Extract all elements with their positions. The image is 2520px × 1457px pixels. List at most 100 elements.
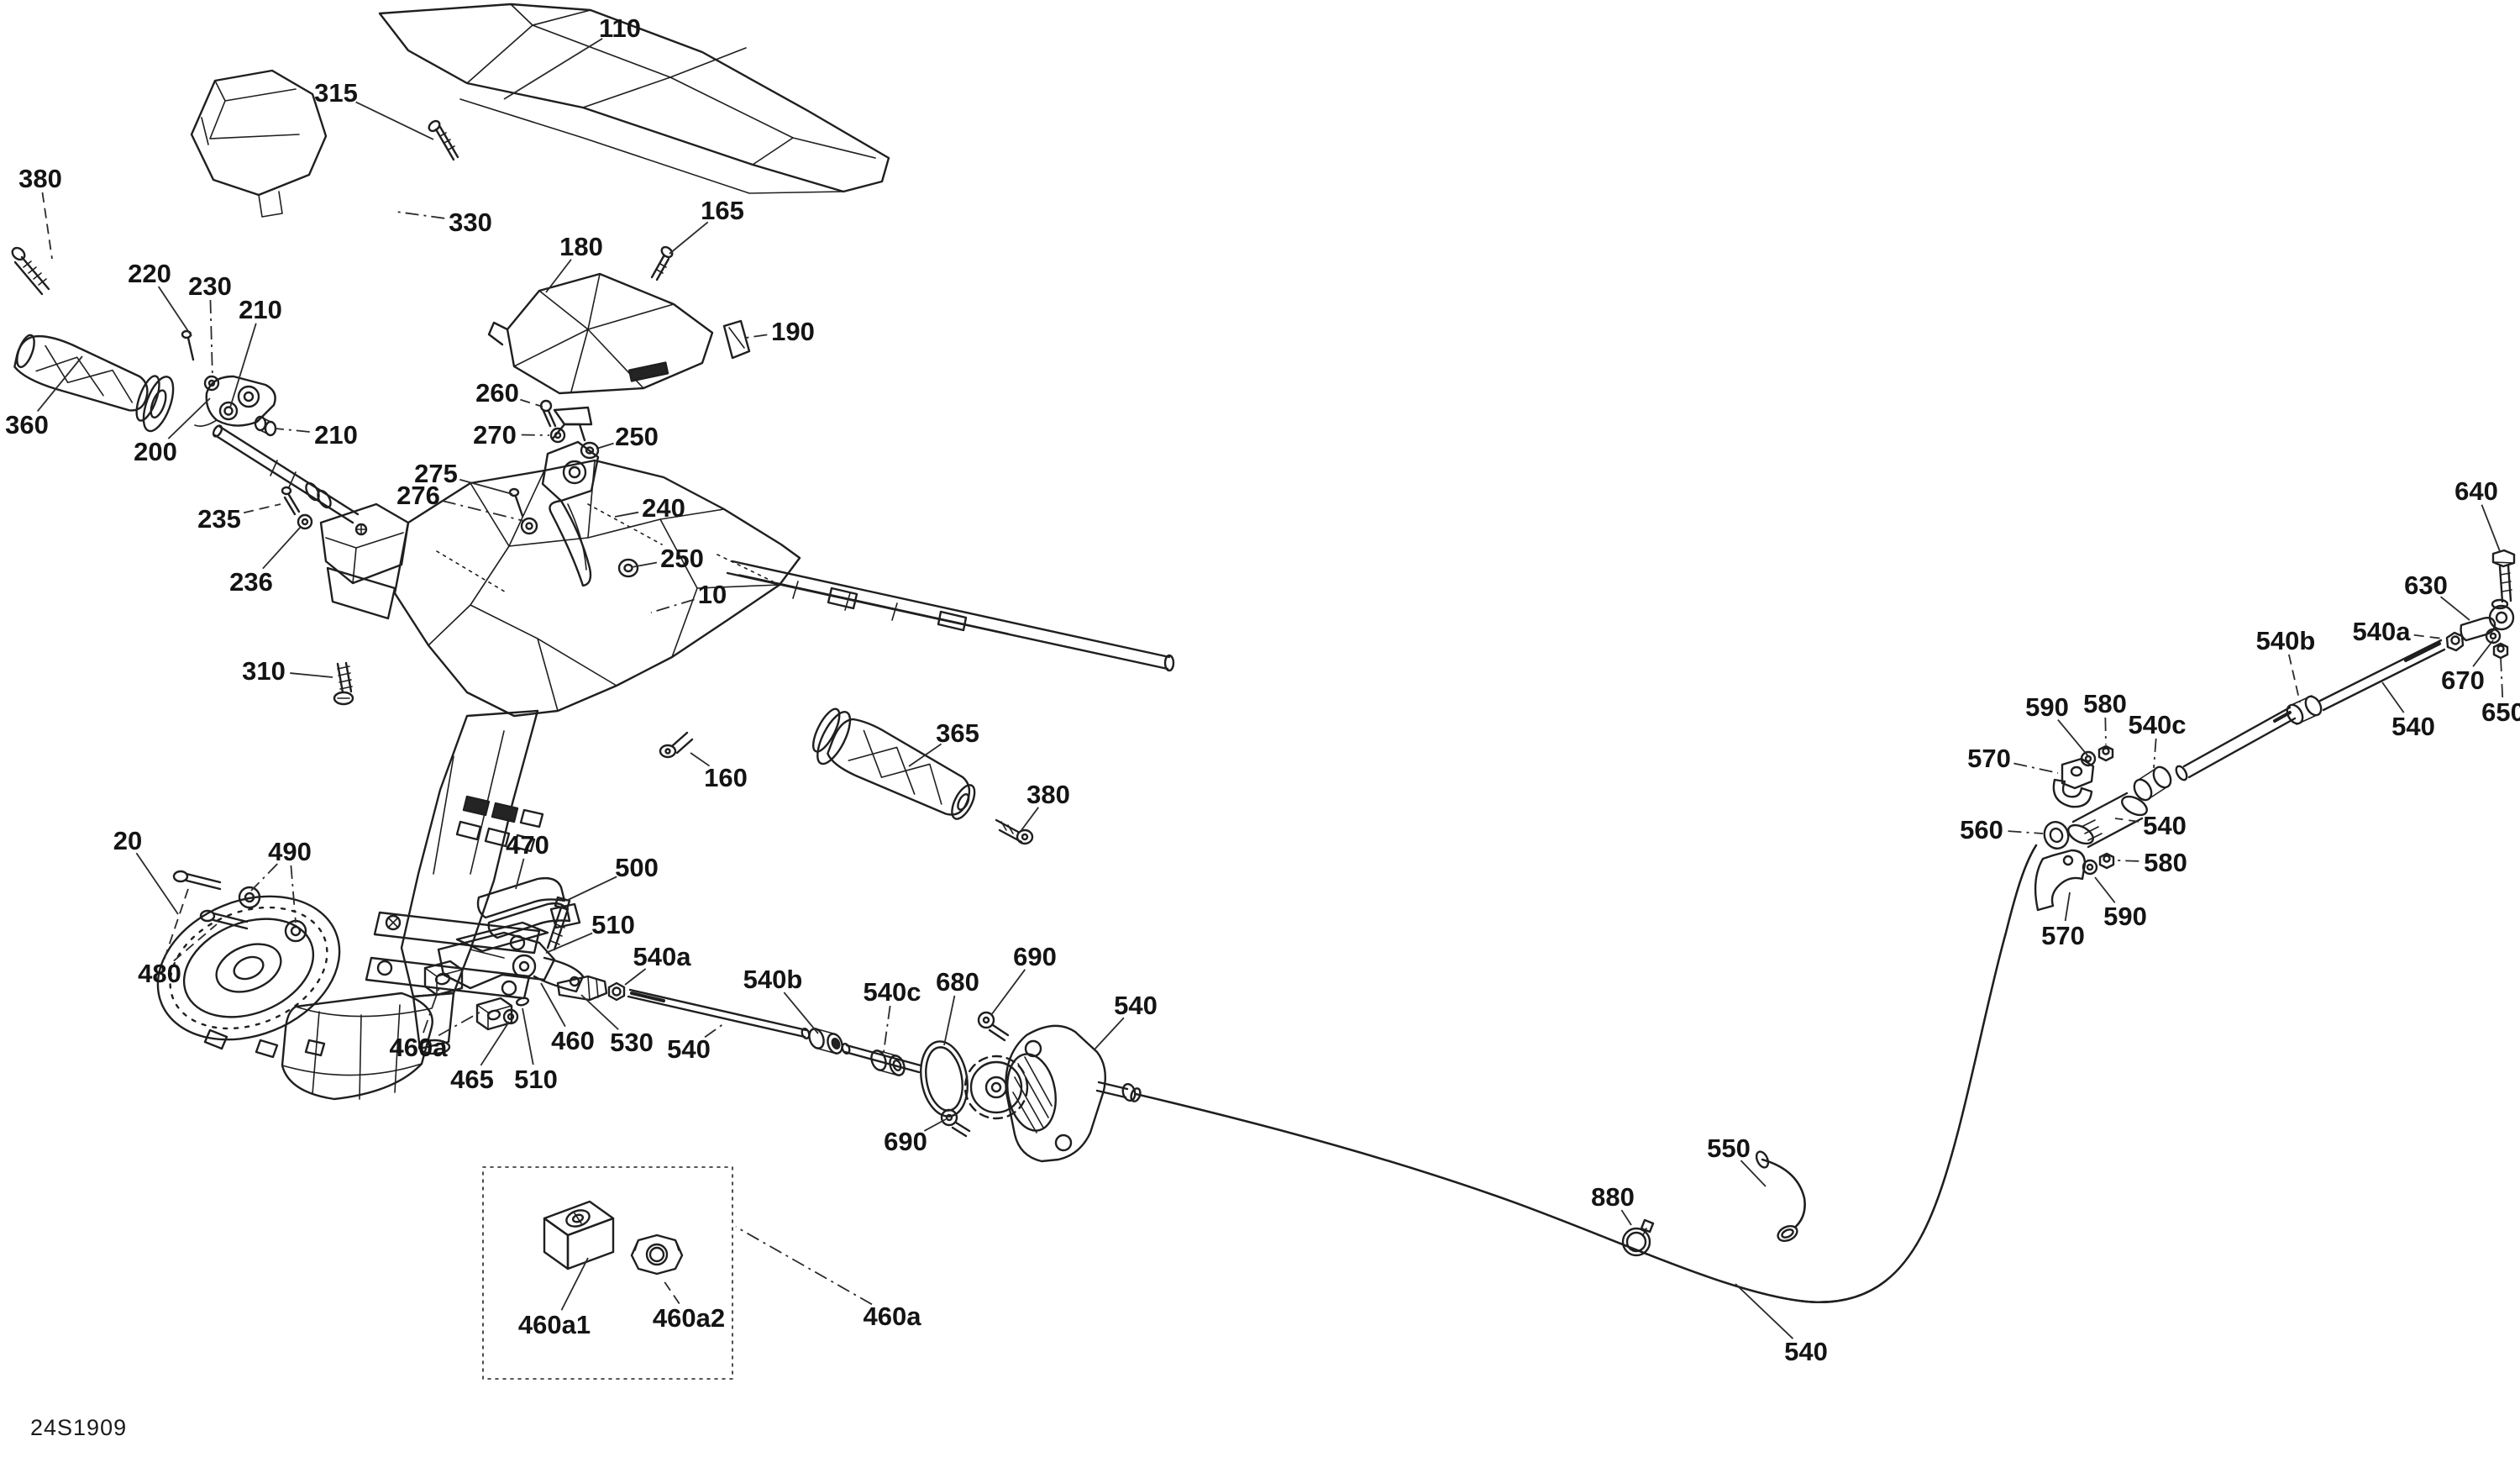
leader-line-250	[631, 561, 658, 568]
leader-line-165	[669, 221, 709, 255]
part-callout-550: 550	[1707, 1134, 1751, 1163]
leader-line-460a	[735, 1226, 873, 1306]
part-callout-380: 380	[18, 164, 62, 193]
part-callout-530: 530	[610, 1028, 654, 1057]
leader-line-315	[355, 101, 434, 140]
leader-line-560	[2008, 830, 2044, 834]
leader-line-540a	[2413, 634, 2444, 639]
part-callout-540: 540	[2143, 811, 2187, 840]
screw-315-sketch	[428, 119, 459, 161]
leader-line-220	[157, 286, 192, 337]
part-callout-540b: 540b	[2256, 626, 2316, 655]
part-callout-540c: 540c	[2129, 710, 2187, 739]
deflector-panel-sketch	[190, 69, 328, 218]
leader-line-240	[614, 511, 639, 518]
leader-line-460a2	[663, 1280, 680, 1304]
part-callout-310: 310	[242, 656, 286, 686]
leader-line-650	[2500, 656, 2504, 698]
part-callout-880: 880	[1591, 1182, 1635, 1212]
leader-line-630	[2439, 596, 2470, 621]
part-callout-230: 230	[188, 271, 232, 301]
hardware-480-490-sketch	[172, 870, 307, 943]
leader-line-110	[503, 38, 603, 100]
part-callout-640: 640	[2454, 476, 2498, 506]
leader-line-490	[290, 865, 297, 923]
part-callout-540: 540	[2391, 712, 2435, 741]
throttle-cluster-sketch	[423, 876, 1137, 1163]
part-callout-460a: 460a	[864, 1302, 922, 1331]
leader-line-270	[521, 434, 550, 436]
leader-line-540a	[624, 968, 647, 986]
leader-line-460	[540, 982, 566, 1028]
part-callout-460a1: 460a1	[518, 1310, 591, 1339]
leader-line-540	[2381, 681, 2405, 713]
leader-line-365	[908, 743, 942, 767]
part-callout-365: 365	[936, 718, 979, 748]
part-callout-670: 670	[2441, 665, 2485, 695]
part-callout-190: 190	[771, 317, 815, 346]
part-callout-500: 500	[615, 853, 659, 882]
part-callout-240: 240	[642, 493, 685, 523]
windshield-sketch	[378, 3, 890, 194]
leader-line-160	[690, 752, 711, 767]
leader-line-590	[2094, 876, 2116, 903]
leader-line-480	[173, 923, 218, 962]
part-callout-690: 690	[1013, 942, 1057, 971]
part-callout-570: 570	[1967, 744, 2011, 773]
leader-line-460a	[438, 1009, 485, 1037]
clamp-880-sketch	[1621, 1218, 1655, 1257]
part-callout-380: 380	[1026, 780, 1070, 809]
handlebar-pad-sketch	[487, 272, 714, 395]
part-callout-540a: 540a	[633, 942, 692, 971]
part-callout-220: 220	[128, 259, 171, 288]
leader-line-180	[545, 259, 572, 293]
leader-line-480	[163, 883, 191, 960]
leader-line-20	[135, 852, 179, 915]
leader-line-10	[650, 598, 695, 613]
part-callout-200: 200	[134, 437, 177, 466]
screw-380-left-sketch	[11, 246, 50, 296]
part-callout-540: 540	[1784, 1337, 1828, 1366]
leader-line-380	[1021, 807, 1039, 831]
left-grip-sketch	[13, 334, 175, 433]
leader-line-550	[1740, 1160, 1767, 1187]
part-callout-275: 275	[414, 459, 458, 488]
leader-line-210	[275, 428, 310, 433]
part-callout-540: 540	[1114, 991, 1158, 1020]
part-callout-20: 20	[113, 826, 142, 855]
part-callout-465: 465	[450, 1065, 494, 1094]
leader-line-500	[565, 876, 617, 902]
part-callout-540: 540	[667, 1034, 711, 1064]
part-callout-470: 470	[506, 830, 549, 860]
leader-line-540	[1735, 1283, 1794, 1339]
part-callout-630: 630	[2404, 571, 2448, 600]
leader-line-680	[943, 995, 956, 1046]
tie-rod-cluster-sketch	[2034, 549, 2516, 912]
part-callout-260: 260	[475, 378, 519, 408]
part-callout-540c: 540c	[864, 977, 921, 1007]
leader-line-540c	[883, 1005, 891, 1053]
leader-line-460a1	[560, 1257, 589, 1311]
part-callout-165: 165	[701, 196, 744, 225]
right-grip-sketch	[812, 707, 976, 820]
part-callout-690: 690	[884, 1127, 927, 1156]
part-callout-510: 510	[591, 910, 635, 939]
part-callout-510: 510	[514, 1065, 558, 1094]
inset-box-sketch	[482, 1166, 733, 1380]
leader-line-200	[167, 397, 211, 439]
leader-line-465	[480, 1021, 510, 1066]
part-callout-315: 315	[314, 78, 358, 108]
leader-line-275	[459, 478, 513, 495]
strap-190-sketch	[722, 319, 751, 360]
part-callout-276: 276	[396, 481, 440, 510]
leader-line-880	[1620, 1209, 1632, 1226]
brake-lever-240-sketch	[508, 399, 639, 587]
part-callout-540a: 540a	[2353, 617, 2412, 646]
part-callout-580: 580	[2144, 848, 2187, 877]
leader-line-570	[2013, 762, 2059, 774]
leader-line-235	[243, 503, 281, 514]
leader-line-236	[262, 527, 301, 570]
part-callout-330: 330	[449, 208, 492, 237]
